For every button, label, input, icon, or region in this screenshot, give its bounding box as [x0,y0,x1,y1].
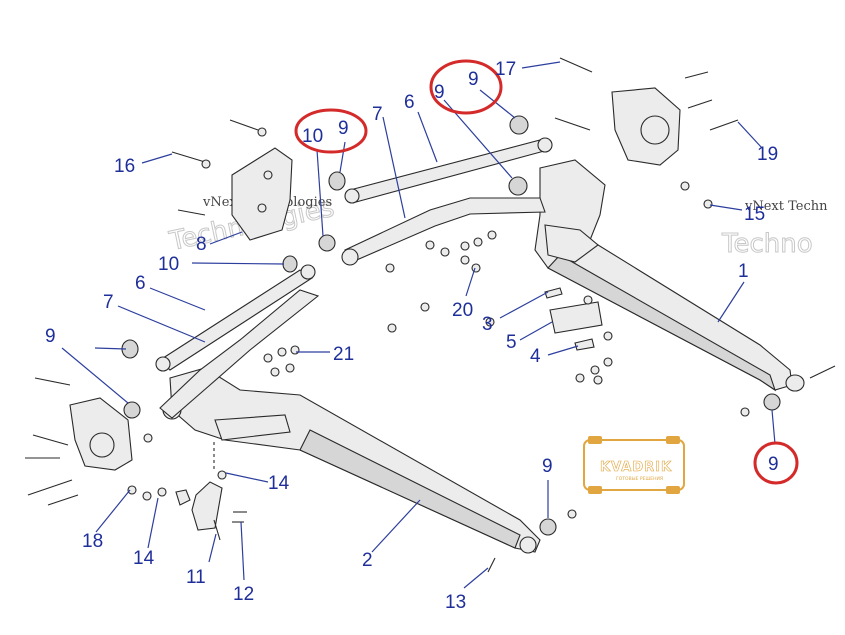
callout-15: 15 [744,204,765,225]
callout-9-ring-left: 9 [338,118,349,139]
watermark-right-small: vNext Techn [744,199,828,214]
logo-tire-bl-icon [588,486,602,494]
watermark-right: Techno vNext Techn [721,199,829,260]
logo-tire-tr-icon [666,436,680,444]
bolts [25,57,836,573]
callout-7-right: 7 [372,104,383,125]
callout-19: 19 [757,144,778,165]
callout-21: 21 [333,344,354,365]
knuckle-left [69,397,133,471]
trailing-arm-right [534,159,805,392]
callout-10-ring: 10 [302,126,323,147]
logo-name: KVADRIK [600,460,672,475]
callout-7-left: 7 [103,292,114,313]
callout-4: 4 [530,346,541,367]
callout-9-left-outer: 9 [45,326,56,347]
callout-labels: 1 2 3 4 5 6 6 7 7 8 9 9 9 9 9 9 10 10 11… [45,59,779,613]
callout-6-right: 6 [404,92,415,113]
kvadrik-logo: KVADRIK ГОТОВЫЕ РЕШЕНИЯ [583,436,685,494]
trailing-arm-left [162,367,541,554]
callout-16: 16 [114,156,135,177]
callout-20: 20 [452,300,473,321]
callout-9-bottom: 9 [542,456,553,477]
callout-18: 18 [82,531,103,552]
highlight-rings [294,59,799,485]
callout-17: 17 [495,59,516,80]
callout-11: 11 [186,567,206,588]
highlight-ring-9 [753,441,799,485]
watermark-right-big: Techno [721,229,813,259]
nuts [127,127,750,519]
callout-13: 13 [445,592,466,613]
knuckle-right [611,87,681,166]
logo-frame [583,439,685,491]
callout-10-left: 10 [158,254,179,275]
callout-5: 5 [506,332,517,353]
logo-tagline: ГОТОВЫЕ РЕШЕНИЯ [616,476,663,482]
callout-12: 12 [233,584,254,605]
callout-1: 1 [738,261,749,282]
callout-2: 2 [362,550,373,571]
logo-tire-tl-icon [588,436,602,444]
logo-tire-br-icon [666,486,680,494]
callout-6-left: 6 [135,273,146,294]
leader-lines [61,61,776,589]
callout-14-left: 14 [133,548,155,569]
callout-14-right: 14 [268,473,290,494]
bushings [121,115,781,536]
callout-9-ring-right: 9 [768,454,779,475]
highlight-ring-9-9 [429,59,503,115]
highlight-ring-9-10 [294,108,368,154]
callout-9-ring-mid-a: 9 [434,82,445,103]
mount-bracket [231,147,293,241]
radius-rods-left [155,264,320,419]
callout-8: 8 [196,234,207,255]
radius-rods-right [341,137,553,266]
callout-3: 3 [482,314,493,335]
small-plates [175,287,613,541]
callout-9-ring-mid-b: 9 [468,69,479,90]
